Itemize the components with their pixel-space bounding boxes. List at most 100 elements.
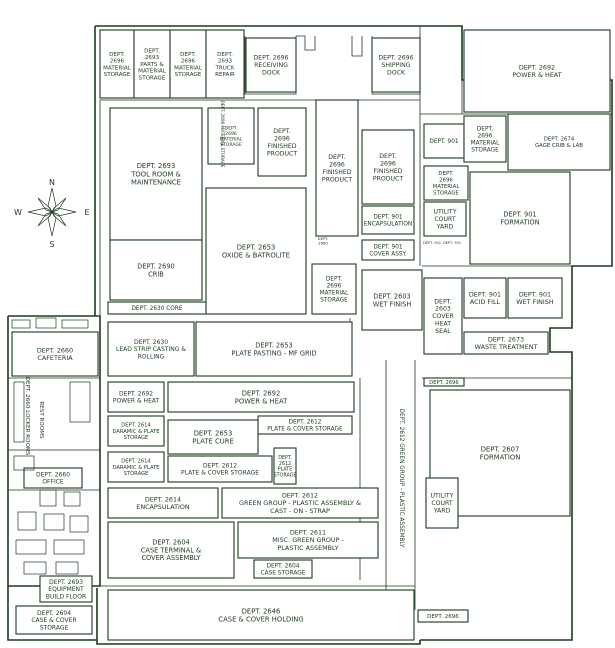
compass-rose: N S E W <box>14 178 89 249</box>
room-label-line: HEAT <box>435 321 451 328</box>
room-label-line: DARAMIC & PLATE <box>112 465 159 471</box>
room-label-line: MATERIAL <box>174 65 203 71</box>
room-label-line: YARD <box>436 224 454 231</box>
room-outline <box>39 575 93 603</box>
room-label-line: YARD <box>433 508 451 515</box>
room-label-line: 2696 <box>110 59 125 65</box>
compass-south: S <box>49 240 54 249</box>
room-label-line: PLATE CURE <box>192 437 234 445</box>
room-label-line: 2696 <box>225 131 237 137</box>
room-label-line: DEPT. 2603 <box>373 292 410 300</box>
tiny-label-line: DEPT. 901 <box>423 241 441 245</box>
compass-east: E <box>84 208 89 217</box>
room-label-line: CRIB <box>148 270 164 278</box>
room-label-line: DEPT. <box>328 154 345 161</box>
room-2696-small-1: DEPT. 2696 <box>423 377 465 387</box>
room-label-line: DEPT. 2693 <box>137 162 176 170</box>
room-outline <box>237 521 379 559</box>
room-label-line: MISC. GREEN GROUP - <box>272 536 344 544</box>
room-label-line: DOCK <box>262 70 281 77</box>
room-outline <box>423 165 469 201</box>
room-label-line: DEPT. 901 <box>519 290 551 298</box>
room-outline <box>195 321 353 377</box>
room-outline <box>257 107 307 177</box>
room-label-line: 2696 <box>329 161 345 168</box>
room-label-line: PLATE PASTING - MF GRID <box>231 349 316 357</box>
room-label-line: STORAGE <box>124 471 149 477</box>
room-label-line: SHIPPING <box>381 62 410 69</box>
room-label-line: DEPT. 2673 <box>488 335 524 343</box>
vertical-label: REST ROOMS <box>38 401 44 439</box>
room-label-line: MATERIAL <box>433 184 460 190</box>
room-label-line: TRUCK <box>215 65 235 71</box>
room-label-line: STORAGE <box>139 75 166 81</box>
room-label-line: DEPT. 901 <box>429 139 459 145</box>
room-label-line: FINISHED <box>322 169 351 176</box>
room-label-line: DEPT. <box>273 128 290 135</box>
room-label-line: 2696 <box>274 135 290 142</box>
room-label-line: WET FINISH <box>373 300 412 308</box>
room-label-line: DEPT. 2604 <box>267 564 300 570</box>
room-label-line: DEPT. 2696 <box>378 55 413 62</box>
room-label-line: LEAD STRIP CASTING & <box>116 346 186 353</box>
room-outline <box>371 37 421 93</box>
room-label-line: DEPT. 2607 <box>481 445 520 453</box>
room-label-line: 2696 <box>439 178 453 184</box>
room-outline <box>169 29 207 99</box>
room-outline <box>463 331 549 355</box>
room-label-line: MATERIAL <box>220 136 243 142</box>
room-outline <box>253 559 313 579</box>
tiny-label-line: DEPT. 901 <box>443 241 461 245</box>
room-outline <box>107 589 415 641</box>
room-outline <box>109 239 203 301</box>
room-outline <box>245 37 297 93</box>
room-label-line: MATERIAL <box>320 291 349 297</box>
room-outline <box>425 477 459 529</box>
room-outline <box>205 29 245 99</box>
room-outline <box>463 277 507 319</box>
room-label-line: COURT <box>431 500 453 507</box>
room-label-line: STORAGE <box>175 72 202 78</box>
room-label-line: GAGE CRIB & LAB <box>535 143 583 149</box>
vertical-label: DEPT. 2696 MATERIAL STORAGE <box>220 100 225 167</box>
room-outline <box>109 107 203 241</box>
room-label-line: 2696 <box>380 160 396 167</box>
room-label-line: STORAGE <box>274 472 297 478</box>
room-label-line: COVER <box>432 313 454 320</box>
room-label-line: RECEIVING <box>254 62 288 69</box>
room-label-line: DEPT. 2614 <box>121 459 151 465</box>
room-label-line: UTILITY <box>431 493 454 500</box>
room-901-a: DEPT. 901 <box>423 123 465 159</box>
room-outline <box>463 115 507 163</box>
room-label-line: 2693 <box>218 59 233 65</box>
room-label-line: POWER & HEAT <box>512 71 561 79</box>
room-label-line: UTILITY <box>434 209 457 216</box>
room-outline <box>167 381 355 413</box>
room-label-line: DEPT. <box>144 49 160 55</box>
room-label-line: TOOL ROOM & <box>130 170 181 178</box>
room-outline <box>167 455 273 483</box>
room-label-line: POWER & HEAT <box>113 398 160 405</box>
